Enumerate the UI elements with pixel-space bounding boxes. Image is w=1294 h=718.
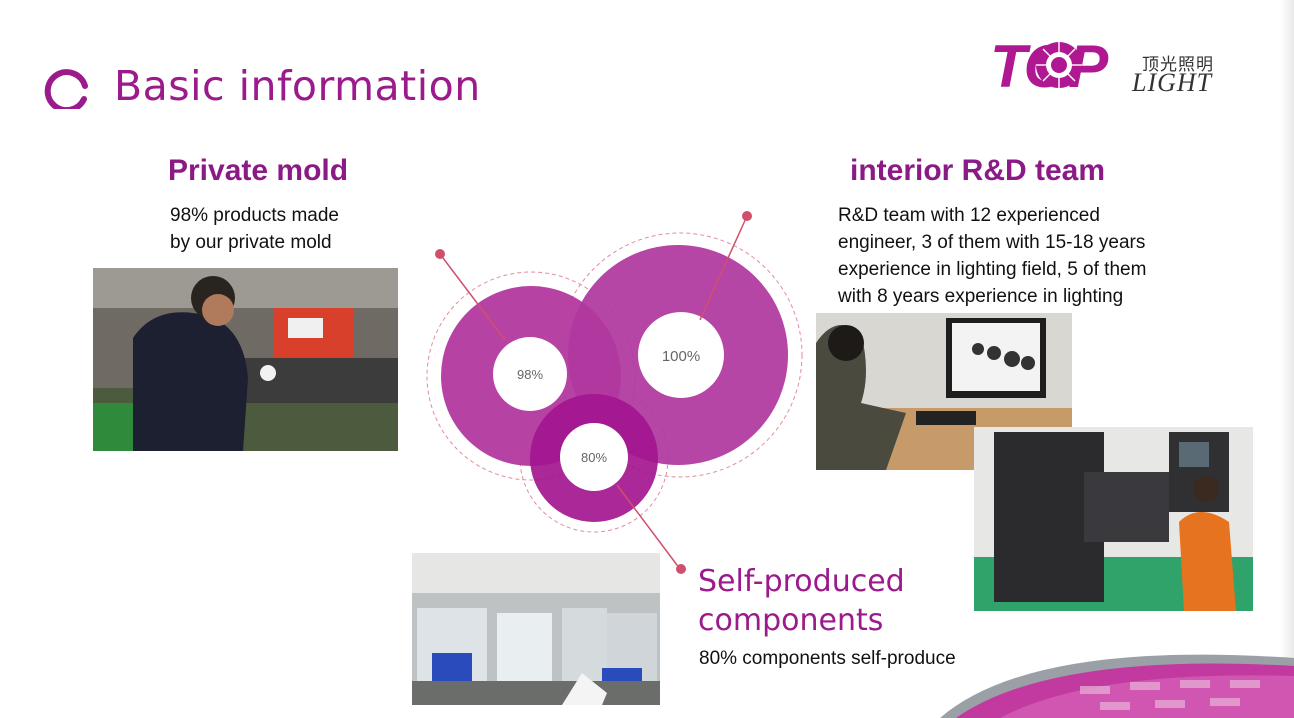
rd-team-line-3: experience in lighting field, 5 of them — [838, 259, 1147, 280]
percentage-bubble-chart: 98% 100% 80% — [426, 232, 803, 533]
rd-team-heading: interior R&D team — [850, 154, 1106, 187]
bubble-98-label: 98% — [517, 367, 543, 382]
logo-light-text: LIGHT — [1132, 68, 1213, 97]
bubble-100-outline — [557, 232, 803, 478]
q-icon — [44, 69, 88, 109]
pointer-line-98 — [439, 253, 506, 341]
bottom-corner-decoration — [940, 654, 1294, 718]
pointer-line-100 — [699, 215, 748, 321]
bubble-98-center — [493, 337, 567, 411]
self-produced-heading-line-2: components — [698, 603, 884, 638]
rd-team-line-2: engineer, 3 of them with 15-18 years — [838, 232, 1146, 253]
rd-team-line-4: with 8 years experience in lighting — [838, 286, 1124, 307]
rd-team-text: R&D team with 12 experienced engineer, 3… — [838, 202, 1146, 310]
factory-machines-photo — [412, 553, 660, 705]
self-produced-text: 80% components self-produce — [699, 648, 956, 669]
pointer-dot-100 — [742, 211, 752, 221]
page-title: Basic information — [114, 62, 481, 110]
private-mold-line-1: 98% products made — [170, 205, 339, 226]
logo-sun-icon — [1036, 42, 1082, 88]
brand-logo: TOP 顶光照明 LIGHT — [990, 33, 1230, 100]
bubble-100-label: 100% — [662, 348, 700, 365]
worker-mold-photo — [93, 268, 398, 451]
lab-equipment-photo — [974, 427, 1253, 611]
pointer-dot-80 — [676, 564, 686, 574]
rd-team-line-1: R&D team with 12 experienced — [838, 205, 1100, 226]
logo-chinese-text: 顶光照明 — [1142, 55, 1214, 74]
slide-header: Basic information — [44, 62, 481, 110]
private-mold-line-2: by our private mold — [170, 232, 332, 253]
slide-right-edge — [1280, 0, 1294, 718]
bubble-100-center — [638, 312, 724, 398]
bubble-80-center — [560, 423, 628, 491]
private-mold-text: 98% products made by our private mold — [170, 202, 339, 256]
self-produced-heading: Self-produced components — [698, 562, 905, 640]
bubble-80-label: 80% — [581, 450, 607, 465]
pointer-dot-98 — [435, 249, 445, 259]
private-mold-heading: Private mold — [168, 154, 349, 187]
pointer-line-80 — [616, 484, 681, 570]
self-produced-heading-line-1: Self-produced — [698, 564, 905, 599]
